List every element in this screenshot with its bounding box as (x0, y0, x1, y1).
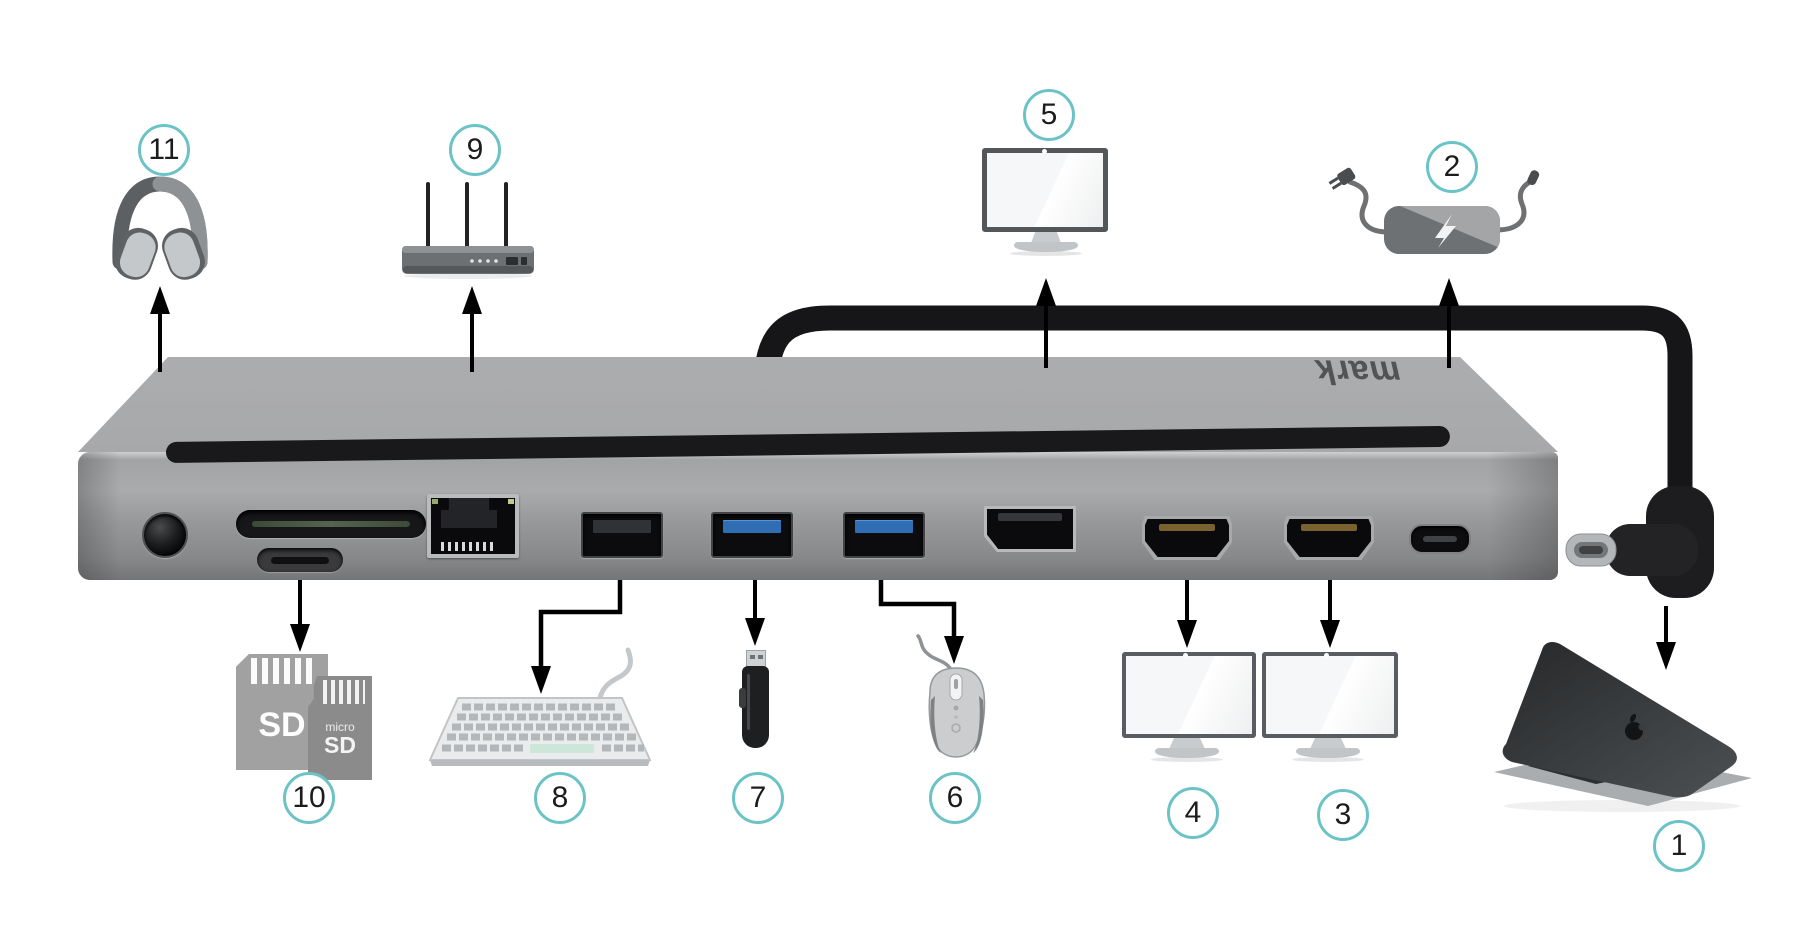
usb-flash-drive-body (739, 666, 769, 748)
monitor-5-displayport (982, 148, 1108, 232)
monitor-stand-base (1296, 748, 1360, 758)
micro-sd-contacts (323, 680, 365, 704)
arrow-to-mouse (878, 580, 964, 664)
arrow-to-laptop (1656, 606, 1676, 670)
callout-10-sd-cards: 10 (283, 772, 335, 824)
monitor-camera-dot (1324, 653, 1329, 658)
hdmi-port-2 (1284, 516, 1374, 560)
callout-number: 10 (292, 781, 326, 814)
arrow-to-power-adapter (1439, 278, 1459, 368)
sd-card-label: SD (258, 706, 306, 744)
arrow-to-monitor-4 (1177, 580, 1197, 648)
usb-tongue (593, 520, 651, 533)
audio-jack-port (142, 512, 188, 558)
arrow-to-usb-flash-drive (745, 580, 765, 646)
arrow-to-monitor-3 (1320, 580, 1340, 648)
mouse-icon (916, 634, 986, 758)
ethernet-port (427, 494, 519, 558)
monitor-shadow (1151, 757, 1223, 762)
callout-number: 1 (1670, 829, 1688, 862)
callout-5-monitor: 5 (1023, 89, 1075, 141)
callout-number: 4 (1184, 796, 1202, 829)
callout-number: 11 (148, 133, 180, 166)
usb-c-host-cable (753, 305, 1693, 513)
monitor-shadow (1292, 757, 1364, 762)
usb3-blue-tongue (855, 520, 913, 533)
arrow-to-headphones (150, 286, 170, 372)
usb3-blue-tongue (723, 520, 781, 533)
monitor-stand-neck (1031, 232, 1061, 243)
callout-1-laptop: 1 (1653, 820, 1705, 872)
callout-3-monitor: 3 (1317, 789, 1369, 841)
usb-c-port (1409, 524, 1471, 554)
micro-sd-card-icon: micro SD (308, 676, 372, 780)
micro-sd-label-bottom: SD (324, 732, 356, 758)
arrow-to-router (462, 286, 482, 372)
arrow-to-keyboard (531, 580, 623, 694)
callout-number: 8 (551, 781, 569, 814)
ethernet-led (508, 499, 514, 504)
power-plug (1328, 167, 1356, 190)
callout-number: 7 (749, 781, 767, 814)
micro-sd-card-slot (257, 548, 343, 572)
usb-flash-drive-slider (739, 688, 746, 708)
power-adapter-icon (1328, 167, 1540, 254)
keyboard-icon (428, 647, 652, 766)
headphones-icon (112, 176, 208, 280)
callout-7-usb-flash-drive: 7 (732, 772, 784, 824)
callout-9-router: 9 (449, 124, 501, 176)
displayport-pins (998, 513, 1062, 521)
monitor-camera-dot (1042, 149, 1047, 154)
hdmi-pins (1301, 524, 1357, 531)
displayport-port (984, 506, 1076, 552)
ethernet-led (432, 499, 438, 504)
ethernet-pins (441, 542, 497, 551)
keyboard-spacebar (530, 744, 594, 753)
monitor-stand-base (1155, 748, 1219, 758)
monitor-camera-dot (1183, 653, 1188, 658)
callout-11-headphones: 11 (138, 124, 190, 176)
monitor-stand-neck (1310, 738, 1346, 749)
callout-number: 3 (1334, 798, 1352, 831)
callout-2-power-adapter: 2 (1426, 141, 1478, 193)
monitor-stand-base (1014, 242, 1078, 252)
callout-8-keyboard: 8 (534, 772, 586, 824)
apple-logo-icon (1625, 713, 1646, 740)
usb-c-connector-icon (1565, 486, 1714, 598)
laptop-icon (1494, 642, 1752, 812)
ethernet-latch (441, 498, 497, 528)
callout-number: 5 (1040, 98, 1058, 131)
router-icon (402, 182, 534, 279)
lightning-bolt-icon (1435, 214, 1456, 248)
monitor-4-hdmi-1 (1122, 652, 1256, 738)
sd-card-contacts (251, 658, 317, 684)
usb-tip-slot (750, 655, 755, 659)
micro-sd-label-top: micro (325, 720, 355, 734)
monitor-stand-neck (1169, 738, 1205, 749)
monitor-shadow (1010, 251, 1082, 256)
sd-card-slot (236, 510, 426, 538)
hdmi-pins (1159, 524, 1215, 531)
arrow-to-monitor-5 (1036, 278, 1056, 368)
usb-tip-slot (758, 655, 763, 659)
callout-4-monitor: 4 (1167, 787, 1219, 839)
arrow-to-sd-cards (290, 580, 310, 652)
usb-a-2-0-port (581, 512, 663, 558)
callout-6-mouse: 6 (929, 772, 981, 824)
callout-number: 9 (466, 133, 484, 166)
monitor-3-hdmi-2 (1262, 652, 1398, 738)
hdmi-port-1 (1142, 516, 1232, 560)
callout-number: 2 (1443, 150, 1461, 183)
callout-number: 6 (946, 781, 964, 814)
usb-a-3-0-port-1 (711, 512, 793, 558)
usb-a-3-0-port-2 (843, 512, 925, 558)
